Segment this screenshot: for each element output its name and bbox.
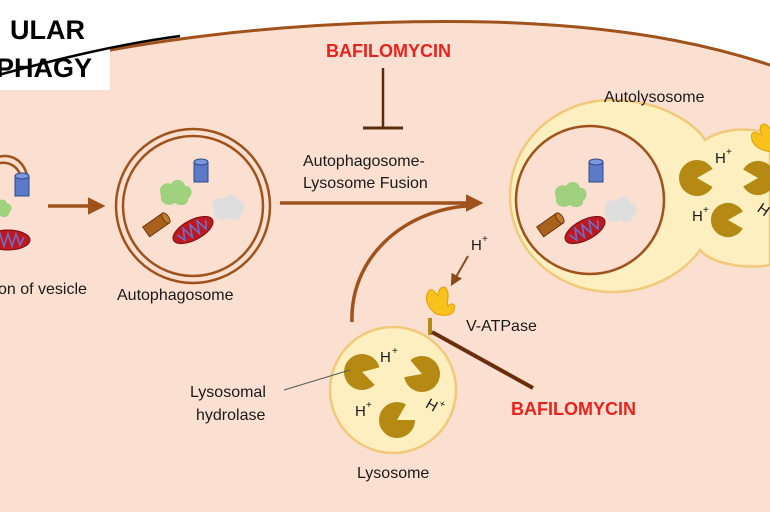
svg-text:+: + [482, 234, 488, 245]
autolysosome [508, 98, 770, 294]
fusion-label-line-2: Lysosome Fusion [303, 175, 428, 192]
svg-text:H: H [692, 208, 703, 225]
lysosome-to-fusion-arrow [350, 204, 467, 323]
autophagosome-label: Autophagosome [117, 287, 234, 304]
lysosome-label: Lysosome [357, 465, 429, 482]
svg-text:H: H [380, 349, 391, 366]
lysosome-proton-2: H+ [355, 400, 372, 420]
title-line-2: PHAGY [0, 53, 92, 83]
svg-text:H: H [715, 150, 726, 167]
svg-text:+: + [726, 147, 732, 158]
fusion-label-line-1: Autophagosome- [303, 153, 425, 170]
bafilomycin-fusion-label: BAFILOMYCIN [326, 41, 451, 61]
title-line-1: ULAR [10, 15, 85, 45]
svg-text:+: + [366, 400, 372, 411]
forming-vesicle [0, 154, 31, 251]
hydrolase-label-line-1: Lysosomal [190, 384, 266, 401]
lysosome-proton-1: H+ [380, 346, 398, 366]
incoming-proton: H+ [471, 234, 488, 254]
cell-membrane-edge [0, 34, 181, 76]
lysosome [328, 325, 458, 455]
autolysosome-label: Autolysosome [604, 89, 705, 106]
vesicle-caption: on of vesicle [0, 281, 87, 298]
v-atpase-label: V-ATPase [466, 318, 537, 335]
hydrolase-pointer [283, 369, 351, 391]
svg-text:H: H [471, 237, 482, 254]
svg-text:+: + [437, 398, 448, 411]
svg-text:H: H [355, 403, 366, 420]
svg-text:+: + [703, 205, 709, 216]
proton-entry-arrow [450, 255, 469, 287]
autolysosome-proton-2: H+ [692, 205, 709, 225]
v-atpase-pump [425, 286, 456, 335]
v-atpase-inhibition-line [431, 330, 534, 390]
bafilomycin-vatpase-label: BAFILOMYCIN [511, 399, 636, 419]
hydrolase-label-line-2: hydrolase [196, 407, 265, 424]
autolysosome-proton-1: H+ [715, 147, 732, 167]
autophagosome [114, 127, 272, 285]
svg-text:+: + [392, 346, 398, 357]
title-backdrop [0, 0, 110, 90]
